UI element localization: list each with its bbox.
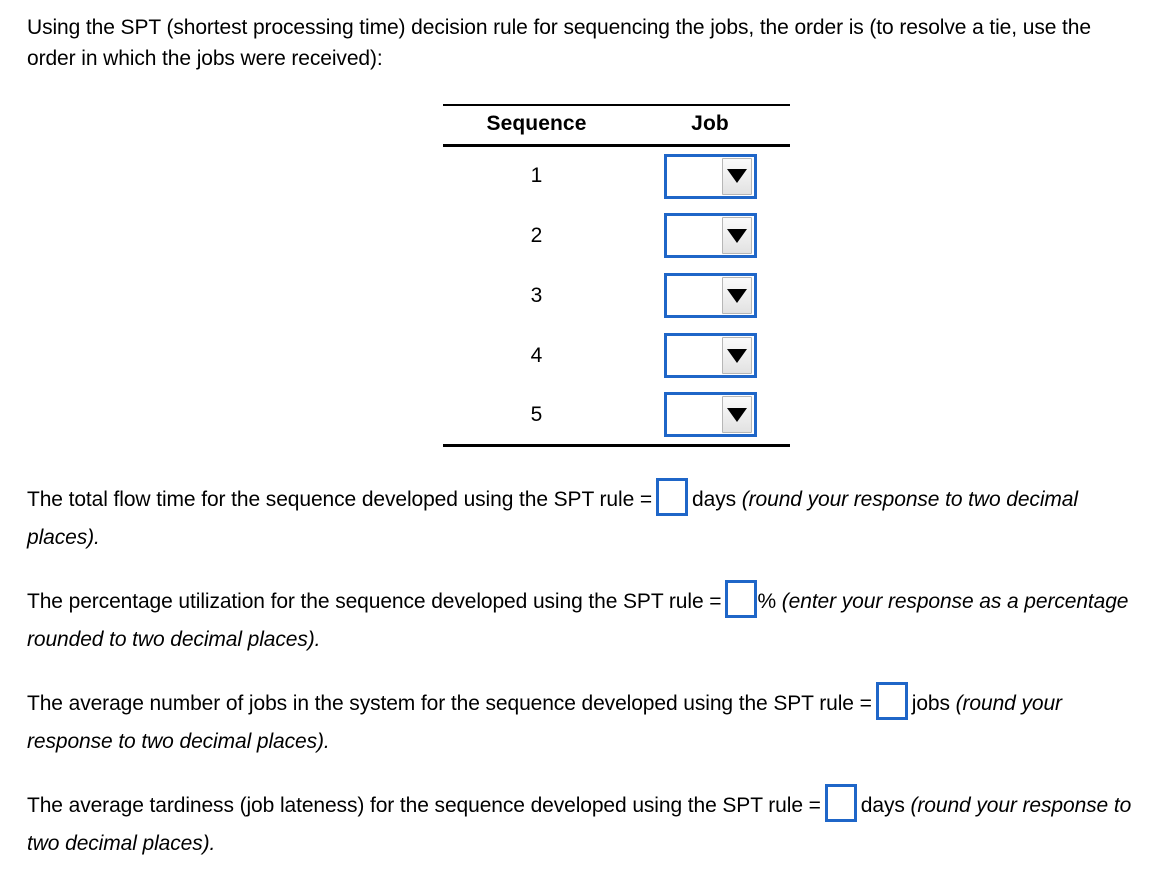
- job-dropdown-5-button[interactable]: [721, 396, 752, 434]
- chevron-down-icon: [726, 288, 747, 303]
- q4-unit: days: [860, 794, 905, 817]
- sequence-table-container: Sequence Job 1: [443, 104, 790, 447]
- job-dropdown-4[interactable]: [663, 333, 757, 378]
- table-row: 3: [443, 266, 790, 326]
- q1-answer-input[interactable]: [656, 478, 689, 516]
- sequence-number: 2: [530, 223, 543, 247]
- sequence-number: 3: [530, 283, 543, 307]
- q3-answer-input[interactable]: [875, 682, 908, 720]
- q2-lead-text: The percentage utilization for the seque…: [27, 590, 722, 613]
- q1-lead-text: The total flow time for the sequence dev…: [27, 488, 653, 511]
- sequence-number: 4: [530, 343, 543, 367]
- q1-unit: days: [692, 488, 737, 511]
- table-row: 1: [443, 146, 790, 206]
- sequence-number: 5: [443, 385, 630, 447]
- sequence-job-table: Sequence Job 1: [443, 104, 790, 447]
- table-header: Sequence Job: [443, 104, 790, 147]
- q4-lead-text: The average tardiness (job lateness) for…: [27, 794, 821, 817]
- question-average-jobs-in-system: The average number of jobs in the system…: [27, 682, 1142, 761]
- question-percentage-utilization: The percentage utilization for the seque…: [27, 580, 1142, 659]
- q3-unit: jobs: [911, 692, 950, 715]
- column-header-job: Job: [630, 104, 790, 147]
- chevron-down-icon: [726, 407, 747, 422]
- table-body: 1 2: [443, 146, 790, 447]
- job-cell: [630, 385, 790, 447]
- job-dropdown-1[interactable]: [663, 153, 757, 199]
- job-dropdown-2[interactable]: [663, 213, 757, 258]
- q3-lead-text: The average number of jobs in the system…: [27, 692, 872, 715]
- q2-note: (enter your response as a percentage rou…: [27, 590, 1129, 651]
- table-row: 4: [443, 326, 790, 386]
- column-header-sequence: Sequence: [443, 104, 630, 147]
- table-header-row: Sequence Job: [443, 104, 790, 147]
- q2-unit: %: [757, 590, 777, 613]
- question-total-flow-time: The total flow time for the sequence dev…: [27, 478, 1142, 557]
- q4-note: (round your response to two decimal plac…: [27, 794, 1132, 855]
- q1-note: (round your response to two decimal plac…: [27, 488, 1078, 549]
- job-cell: [630, 266, 790, 326]
- job-dropdown-1-button[interactable]: [721, 157, 752, 195]
- job-cell: [630, 206, 790, 266]
- question-prompt: Using the SPT (shortest processing time)…: [27, 16, 1091, 70]
- question-average-tardiness: The average tardiness (job lateness) for…: [27, 784, 1142, 863]
- job-dropdown-4-button[interactable]: [721, 337, 752, 374]
- job-dropdown-5[interactable]: [663, 392, 757, 438]
- chevron-down-icon: [726, 348, 747, 363]
- job-dropdown-2-button[interactable]: [721, 217, 752, 254]
- sequence-number: 1: [530, 164, 543, 188]
- table-row: 2: [443, 206, 790, 266]
- q3-note: (round your response to two decimal plac…: [27, 692, 1062, 753]
- table-row: 5: [443, 385, 790, 447]
- q4-answer-input[interactable]: [824, 784, 857, 822]
- job-dropdown-3-button[interactable]: [721, 277, 752, 314]
- q2-answer-input[interactable]: [725, 580, 758, 618]
- job-cell: [630, 146, 790, 206]
- job-cell: [630, 326, 790, 386]
- job-dropdown-3[interactable]: [663, 273, 757, 318]
- chevron-down-icon: [726, 169, 747, 184]
- chevron-down-icon: [726, 228, 747, 243]
